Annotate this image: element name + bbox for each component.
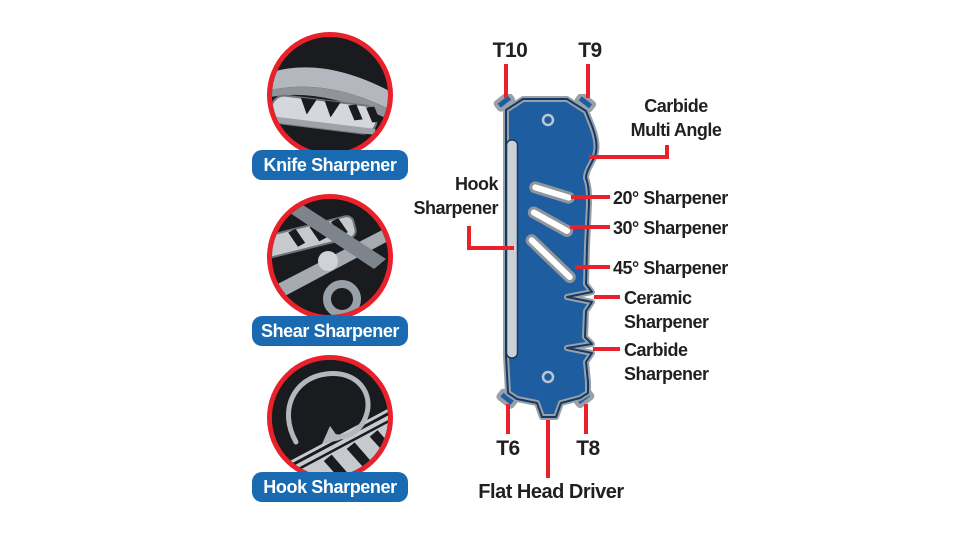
pointer-carbide-multi-angle-h <box>589 155 669 159</box>
pointer-t6 <box>506 404 510 434</box>
prong-t10 <box>493 94 516 112</box>
shear-pivot <box>318 251 338 271</box>
shear-blade-upper <box>284 203 386 269</box>
tool-hole-top <box>541 113 555 127</box>
label-30-sharpener: 30° Sharpener <box>613 218 728 238</box>
pointer-t9 <box>586 64 590 98</box>
pointer-carbide-multi-angle-v <box>665 145 669 159</box>
pointer-ceramic-sharpener <box>594 295 620 299</box>
fish-hook-barb <box>322 426 340 444</box>
sharpener-slot-45 <box>525 234 576 284</box>
label-t8: T8 <box>576 437 600 460</box>
shear-handle <box>323 280 361 315</box>
label-45-sharpener: 45° Sharpener <box>613 258 728 278</box>
tool-hole-bottom <box>541 370 555 384</box>
fish-hook <box>285 371 371 445</box>
knife-blade-edge <box>272 86 388 120</box>
sharpener-slot-30 <box>527 206 574 237</box>
label-20-sharpener: 20° Sharpener <box>613 188 728 208</box>
pointer-hook-sharpener-v <box>467 226 471 250</box>
shear-sharpener-label: Shear Sharpener <box>252 316 408 346</box>
label-t9: T9 <box>578 39 602 62</box>
knife-sharpener-photo <box>267 32 393 158</box>
label-t6: T6 <box>496 437 520 460</box>
pointer-carbide-sharpener <box>593 347 620 351</box>
pointer-30-sharpener <box>570 225 610 229</box>
pointer-flat-head-driver <box>546 420 550 478</box>
multitool-body-inner-line <box>505 98 598 418</box>
hook-sharpener-photo <box>267 355 393 481</box>
label-t10: T10 <box>492 39 528 62</box>
label-flat-head-driver: Flat Head Driver <box>478 481 624 503</box>
knife-sharpener-label: Knife Sharpener <box>252 150 408 180</box>
pointer-45-sharpener <box>575 265 610 269</box>
pointer-t8 <box>584 404 588 434</box>
label-carbide-sharpener: Carbide Sharpener <box>624 340 709 384</box>
label-carbide-multi-angle: Carbide Multi Angle <box>630 96 722 140</box>
shear-sharpener-photo <box>267 194 393 320</box>
hook-sharpener-label: Hook Sharpener <box>252 472 408 502</box>
knife-blade <box>272 67 388 109</box>
label-ceramic-sharpener: Ceramic Sharpener <box>624 288 709 332</box>
hook-sharpening-illustration <box>272 360 388 476</box>
sharpener-body <box>272 94 381 135</box>
knife-sharpening-illustration <box>272 37 388 153</box>
label-hook-sharpener: Hook Sharpener <box>413 174 498 218</box>
pointer-t10 <box>504 64 508 98</box>
shears-sharpening-illustration <box>272 199 388 315</box>
pointer-hook-sharpener-h <box>467 246 514 250</box>
pointer-20-sharpener <box>571 195 610 199</box>
